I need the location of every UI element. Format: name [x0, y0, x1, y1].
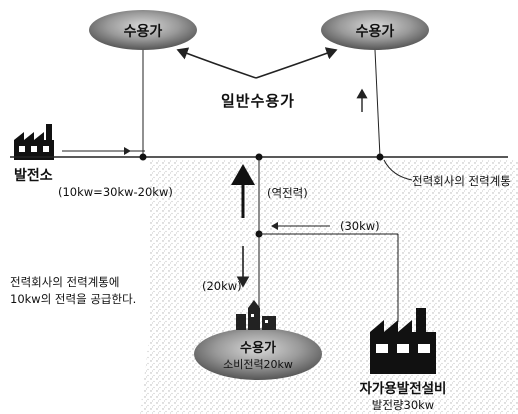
selfgen-name: 자가용발전설비	[360, 380, 447, 397]
factory-icon	[14, 124, 54, 160]
selfgen-supply-label: (30kw)	[340, 219, 380, 233]
consumer-bottom-label: 수용가	[240, 340, 276, 356]
consumer-top-right-label: 수용가	[356, 24, 395, 40]
grid-leader	[383, 159, 413, 181]
consumer-draw-label: (20kw)	[202, 279, 242, 293]
stipple-region	[140, 160, 518, 414]
consumer-top-left: 수용가	[89, 10, 197, 50]
consumer-bottom-consumption: 소비전력20kw	[223, 358, 293, 371]
selfgen-output: 발전량30kw	[372, 398, 434, 412]
drop-right	[374, 49, 381, 158]
factory-icon	[370, 308, 436, 374]
general-arrow-left	[176, 47, 257, 79]
power-formula: (10kw=30kw-20kw)	[58, 185, 173, 199]
junction-left	[139, 153, 147, 161]
power-plant-label: 발전소	[14, 167, 53, 184]
house-icon	[236, 300, 276, 330]
consumer-top-right: 수용가	[321, 10, 429, 50]
consumer-bottom: 수용가 소비전력20kw	[194, 300, 322, 380]
note-line-2: 10kw의 전력을 공급한다.	[10, 292, 136, 306]
note-line-1: 전력회사의 전력계통에	[10, 275, 119, 289]
general-arrow-right	[255, 47, 338, 79]
consumer-top-left-label: 수용가	[124, 24, 163, 40]
general-consumers-label: 일반수용가	[221, 92, 295, 110]
grid-label: 전력회사의 전력계통	[412, 174, 511, 188]
junction-right	[376, 153, 384, 161]
reverse-power-label: (역전력)	[267, 186, 308, 200]
